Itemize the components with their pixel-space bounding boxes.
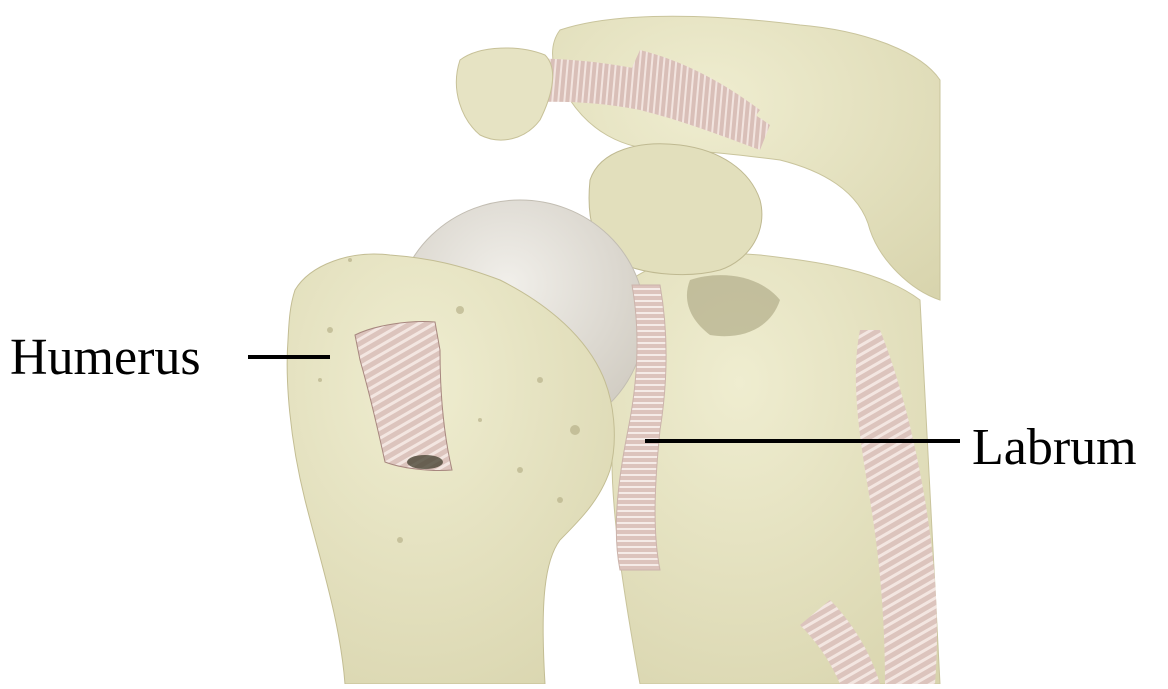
acromion-tip xyxy=(456,48,552,140)
groove-shadow xyxy=(407,455,443,469)
labrum-label: Labrum xyxy=(972,422,1137,474)
humerus-label: Humerus xyxy=(10,332,201,384)
